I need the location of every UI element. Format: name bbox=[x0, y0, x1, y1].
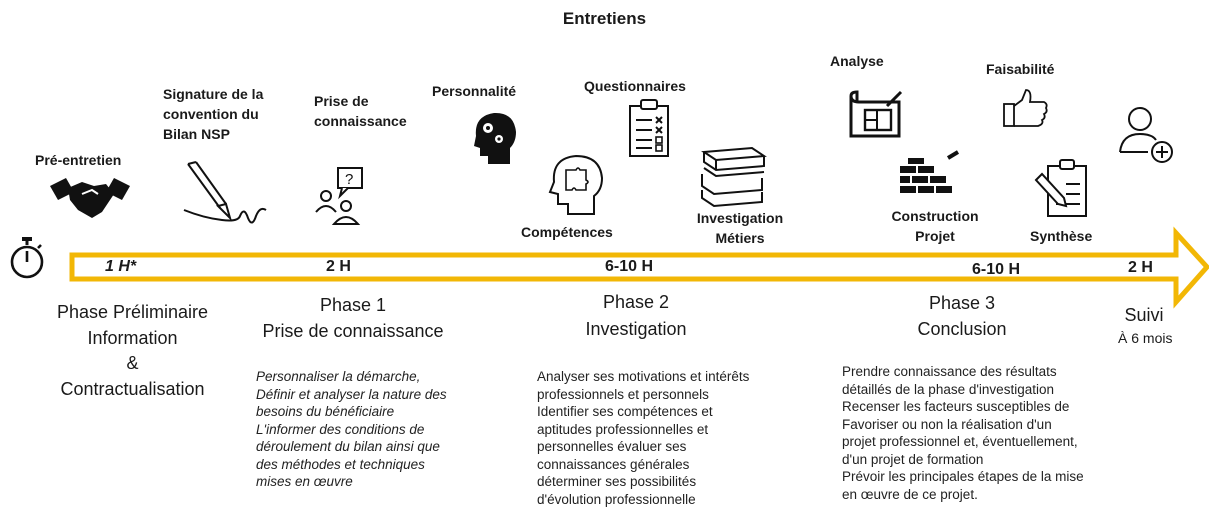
label-personnalite: Personnalité bbox=[432, 83, 517, 99]
label-pre-entretien: Pré-entretien bbox=[35, 152, 122, 168]
label-faisabilite: Faisabilité bbox=[986, 61, 1055, 77]
questionnaire-icon bbox=[629, 99, 669, 157]
phase2-title: Phase 2 bbox=[602, 292, 670, 312]
thumbs-up-icon bbox=[1003, 89, 1048, 127]
label-synthese: Synthèse bbox=[1030, 228, 1093, 244]
phase1-description: Personnaliser la démarche, Définir et an… bbox=[256, 369, 447, 489]
brick-wall-icon bbox=[900, 150, 960, 193]
phase3-title: Phase 3 bbox=[928, 293, 996, 313]
head-puzzle-icon bbox=[548, 154, 604, 215]
books-icon bbox=[701, 146, 767, 208]
duration-phase3: 6-10 H bbox=[972, 261, 1021, 278]
people-question-icon: ? bbox=[315, 167, 363, 225]
handshake-icon bbox=[50, 178, 130, 218]
suivi-title: Suivi bbox=[1124, 305, 1164, 325]
suivi-subtitle: À 6 mois bbox=[1118, 330, 1173, 346]
stopwatch-icon bbox=[10, 237, 44, 279]
phase3-description: Prendre connaissance des résultats détai… bbox=[842, 364, 1084, 502]
svg-text:?: ? bbox=[345, 171, 353, 188]
duration-suivi: 2 H bbox=[1128, 259, 1153, 276]
phase1-title: Phase 1 bbox=[319, 295, 387, 315]
phase-prelim-title: Phase Préliminaire Information & Contrac… bbox=[56, 302, 209, 399]
label-prise-de-connaissance: Prise de connaissance bbox=[314, 93, 407, 129]
blueprint-icon bbox=[849, 90, 903, 138]
label-investigation-metiers: Investigation Métiers bbox=[696, 210, 784, 246]
label-analyse: Analyse bbox=[830, 53, 884, 69]
add-user-icon bbox=[1119, 107, 1173, 163]
label-signature: Signature de la convention du Bilan NSP bbox=[163, 86, 264, 142]
phase2-subtitle: Investigation bbox=[585, 319, 687, 339]
pen-signature-icon bbox=[183, 161, 267, 224]
duration-phase2: 6-10 H bbox=[605, 258, 654, 275]
synthesis-clipboard-icon bbox=[1034, 159, 1087, 217]
phase3-subtitle: Conclusion bbox=[917, 319, 1007, 339]
head-gears-icon bbox=[474, 112, 516, 164]
phase2-description: Analyser ses motivations et intérêts pro… bbox=[537, 369, 750, 507]
phase1-subtitle: Prise de connaissance bbox=[262, 321, 444, 341]
label-competences: Compétences bbox=[521, 224, 613, 240]
diagram-title: Entretiens bbox=[562, 9, 647, 28]
duration-prelim: 1 H* bbox=[105, 258, 137, 275]
label-questionnaires: Questionnaires bbox=[584, 78, 686, 94]
duration-phase1: 2 H bbox=[326, 258, 351, 275]
label-construction-projet: Construction Projet bbox=[891, 208, 979, 244]
